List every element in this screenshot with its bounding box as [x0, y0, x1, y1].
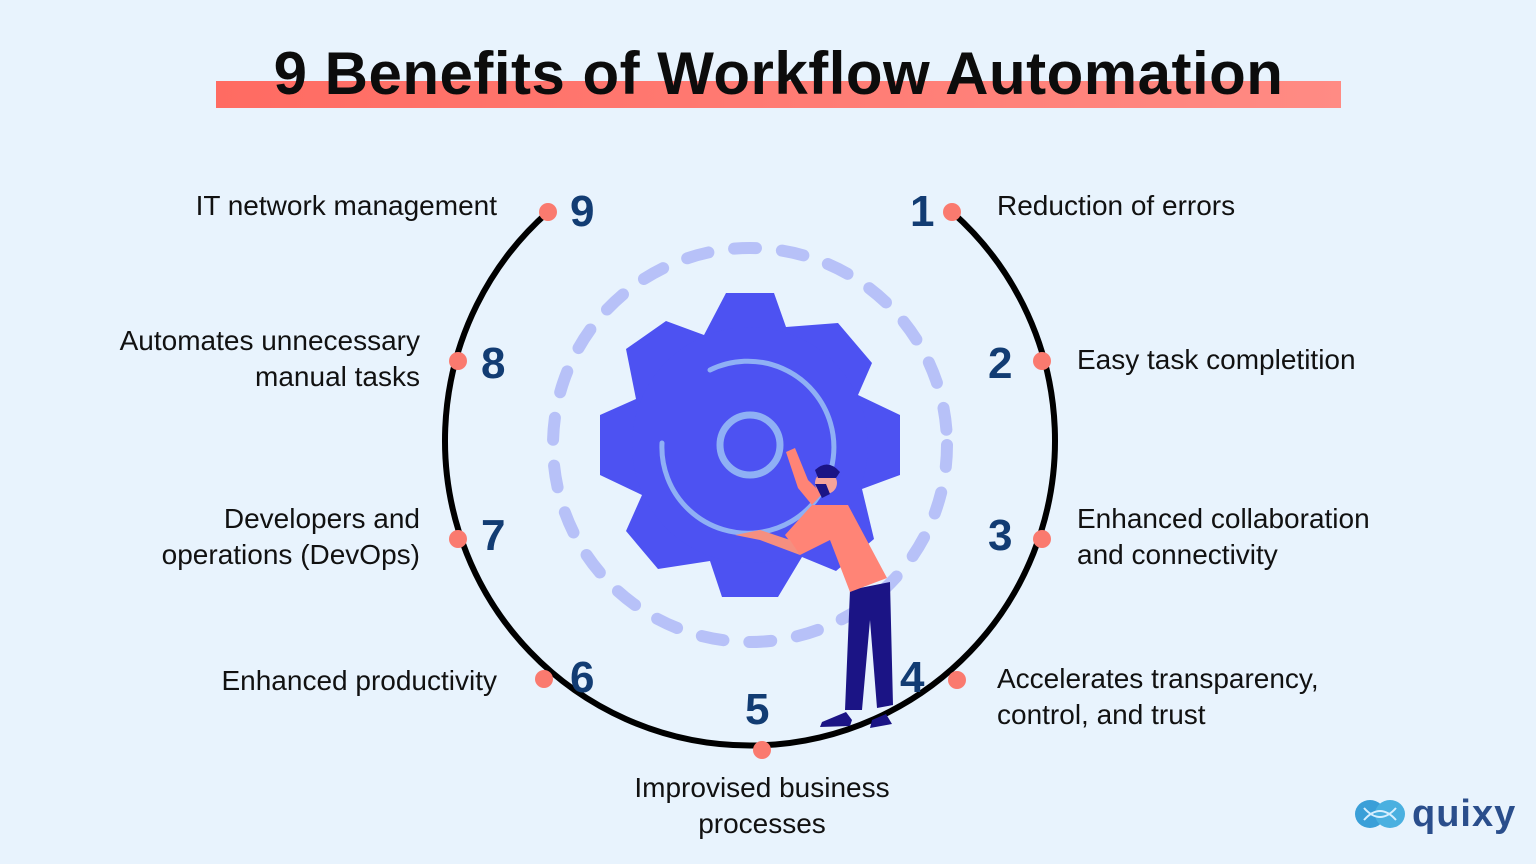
benefit-label-7: Developers and operations (DevOps) [161, 503, 420, 570]
dashed-orbit [547, 242, 953, 648]
person-illustration [735, 448, 893, 728]
benefit-dots [449, 203, 1051, 759]
title-block: 9 Benefits of Workflow Automation [216, 38, 1341, 110]
title-highlight-bar [216, 81, 1341, 108]
benefit-label-5: Improvised business processes [634, 772, 890, 839]
page-title: 9 Benefits of Workflow Automation [273, 40, 1284, 107]
benefit-label-8: Automates unnecessary manual tasks [119, 325, 420, 392]
benefit-number-3: 3 [988, 511, 1013, 560]
logo-text: quixy [1412, 793, 1517, 835]
benefit-label-4: Accelerates transparency, control, and t… [997, 663, 1319, 730]
benefit-number-6: 6 [570, 653, 595, 702]
benefit-arc [442, 209, 1058, 749]
dot-3 [1033, 530, 1051, 548]
dot-2 [1033, 352, 1051, 370]
dot-9 [539, 203, 557, 221]
benefit-number-1: 1 [910, 187, 935, 236]
benefit-label-1: Reduction of errors [997, 190, 1236, 221]
dot-8 [449, 352, 467, 370]
dot-4 [948, 671, 966, 689]
benefit-number-9: 9 [570, 187, 595, 236]
benefit-number-8: 8 [481, 339, 506, 388]
benefit-number-2: 2 [988, 339, 1013, 388]
benefit-label-3: Enhanced collaboration and connectivity [1077, 503, 1370, 570]
benefit-label-9: IT network management [195, 190, 497, 221]
dot-1 [943, 203, 961, 221]
benefit-number-7: 7 [481, 511, 506, 560]
quixy-logo: quixy [1354, 795, 1516, 833]
dot-6 [535, 670, 553, 688]
benefit-number-5: 5 [745, 685, 770, 734]
infinity-loop-icon [1355, 800, 1405, 828]
benefit-number-4: 4 [900, 653, 925, 702]
benefit-label-6: Enhanced productivity [221, 665, 497, 696]
dot-5 [753, 741, 771, 759]
dot-7 [449, 530, 467, 548]
benefit-label-2: Easy task completition [1077, 344, 1356, 375]
